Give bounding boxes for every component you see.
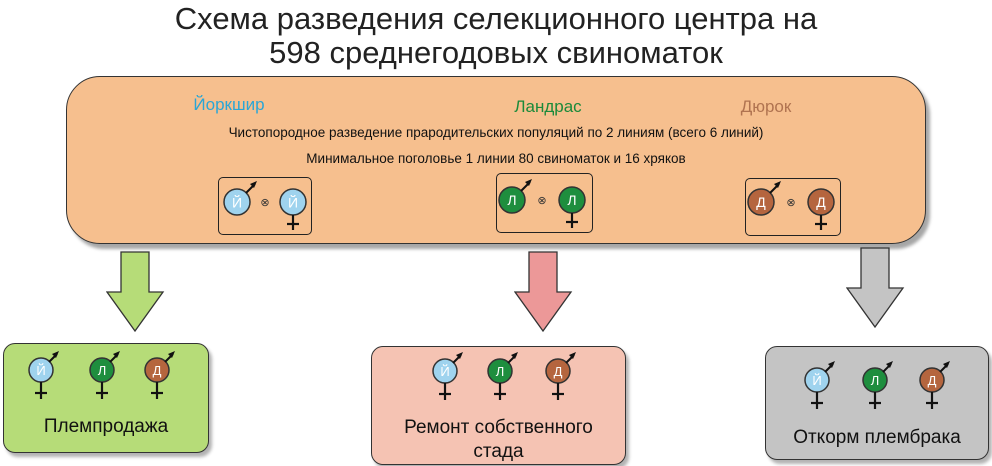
male-duroc-icon: Д [144, 351, 175, 399]
svg-text:Й: Й [812, 373, 821, 388]
diagram-title: Схема разведения селекционного центра на… [0, 2, 992, 70]
output-box-cull-fattening: Й Л Д Откорм плембрака [765, 346, 989, 460]
landrace-letter: Л [567, 192, 576, 208]
svg-text:Д: Д [153, 363, 162, 378]
arrow-down-pink-icon [514, 251, 573, 333]
title-line-2: 598 среднегодовых свиноматок [269, 35, 723, 70]
male-duroc-icon: Д [545, 352, 576, 400]
svg-text:Й: Й [36, 363, 45, 378]
svg-text:Д: Д [928, 373, 937, 388]
panel-text-line-1: Чистопородное разведение прародительских… [228, 125, 764, 140]
output-label-herd-replacement-line-2: стада [473, 441, 524, 462]
duroc-letter: Д [816, 194, 826, 210]
male-yorkshire-icon: Й [432, 352, 463, 400]
title-line-1: Схема разведения селекционного центра на [174, 1, 818, 36]
pair-box-yorkshire: Й ⊗ Й [218, 177, 312, 235]
breed-label-landrace: Ландрас [514, 97, 582, 116]
female-yorkshire-icon: Й [279, 188, 307, 230]
male-duroc-icon: Д [747, 181, 781, 216]
pair-box-duroc: Д ⊗ Д [745, 178, 841, 236]
output-label-breeding-sale: Племпродажа [43, 416, 169, 437]
female-landrace-icon: Л [558, 186, 586, 228]
male-yorkshire-icon: Й [804, 361, 835, 409]
landrace-letter: Л [507, 192, 516, 208]
female-duroc-icon: Д [807, 188, 835, 230]
male-yorkshire-icon: Й [223, 181, 257, 216]
pair-box-landrace: Л ⊗ Л [496, 173, 593, 233]
svg-text:Й: Й [440, 364, 449, 379]
cross-symbol: ⊗ [537, 195, 546, 207]
purebred-breeding-panel: Йоркшир Ландрас Дюрок Чистопородное разв… [66, 76, 926, 244]
output-box-breeding-sale: Й Л Д Племпродажа [3, 343, 209, 453]
arrow-down-gray-icon [846, 247, 905, 329]
male-landrace-icon: Л [487, 352, 518, 400]
breed-label-duroc: Дюрок [740, 97, 792, 116]
male-landrace-icon: Л [498, 179, 532, 214]
yorkshire-letter: Й [232, 194, 242, 211]
svg-text:Д: Д [554, 364, 563, 379]
male-landrace-icon: Л [89, 351, 120, 399]
cross-symbol: ⊗ [786, 197, 795, 209]
svg-text:Л: Л [98, 363, 107, 378]
male-landrace-icon: Л [862, 361, 893, 409]
cross-symbol: ⊗ [260, 197, 269, 209]
svg-text:Л: Л [871, 373, 880, 388]
output-label-herd-replacement-line-1: Ремонт собственного [404, 417, 593, 438]
breed-label-yorkshire: Йоркшир [193, 95, 265, 114]
arrow-down-green-icon [106, 251, 165, 333]
male-yorkshire-icon: Й [28, 351, 59, 399]
output-label-cull-fattening: Откорм плембрака [793, 427, 961, 448]
svg-text:Л: Л [496, 364, 505, 379]
yorkshire-letter: Й [288, 194, 298, 211]
male-duroc-icon: Д [919, 361, 950, 409]
duroc-letter: Д [756, 194, 766, 210]
output-box-herd-replacement: Й Л Д Ремонт собственного стада [371, 346, 626, 465]
panel-text-line-2: Минимальное поголовье 1 линии 80 свинома… [306, 151, 686, 166]
